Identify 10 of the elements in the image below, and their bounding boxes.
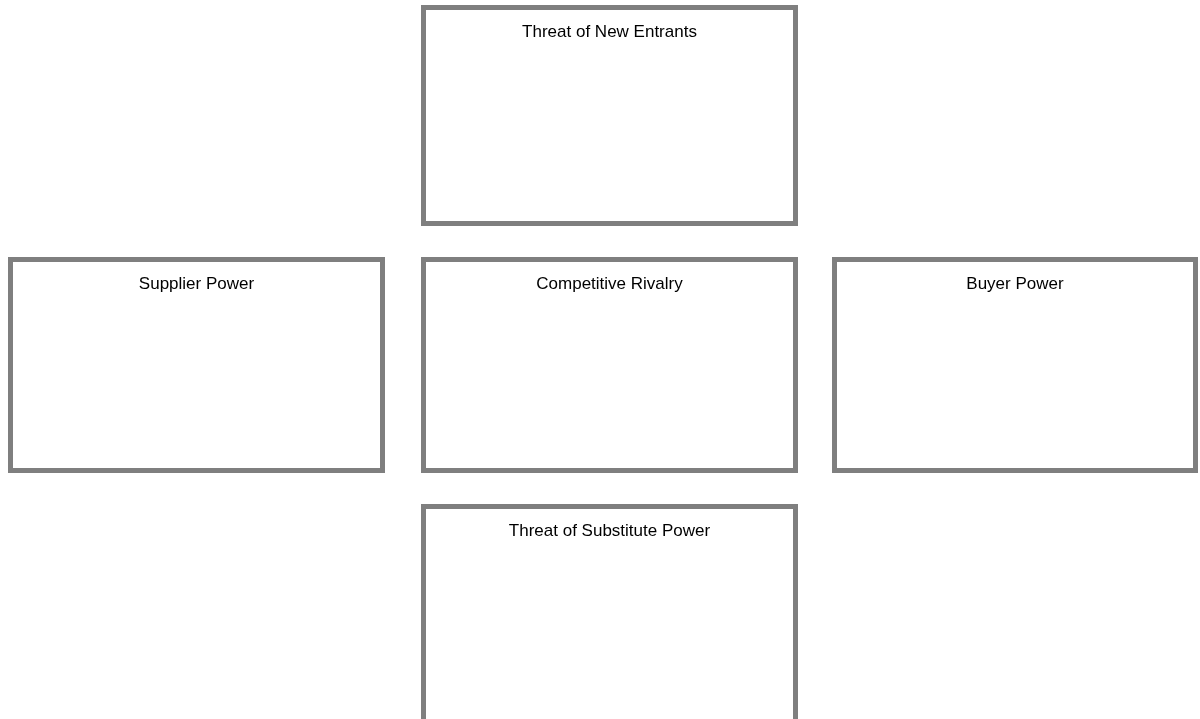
force-box: [421, 5, 798, 226]
force-box: [8, 257, 385, 473]
force-box: [832, 257, 1198, 473]
box-heading: Threat of New Entrants: [521, 22, 698, 42]
box-heading: Buyer Power: [965, 274, 1065, 294]
force-box: [421, 504, 798, 719]
box-heading: Supplier Power: [137, 274, 256, 294]
box-heading: Competitive Rivalry: [535, 274, 684, 294]
force-box: [421, 257, 798, 473]
box-heading: Threat of Substitute Power: [507, 521, 712, 541]
